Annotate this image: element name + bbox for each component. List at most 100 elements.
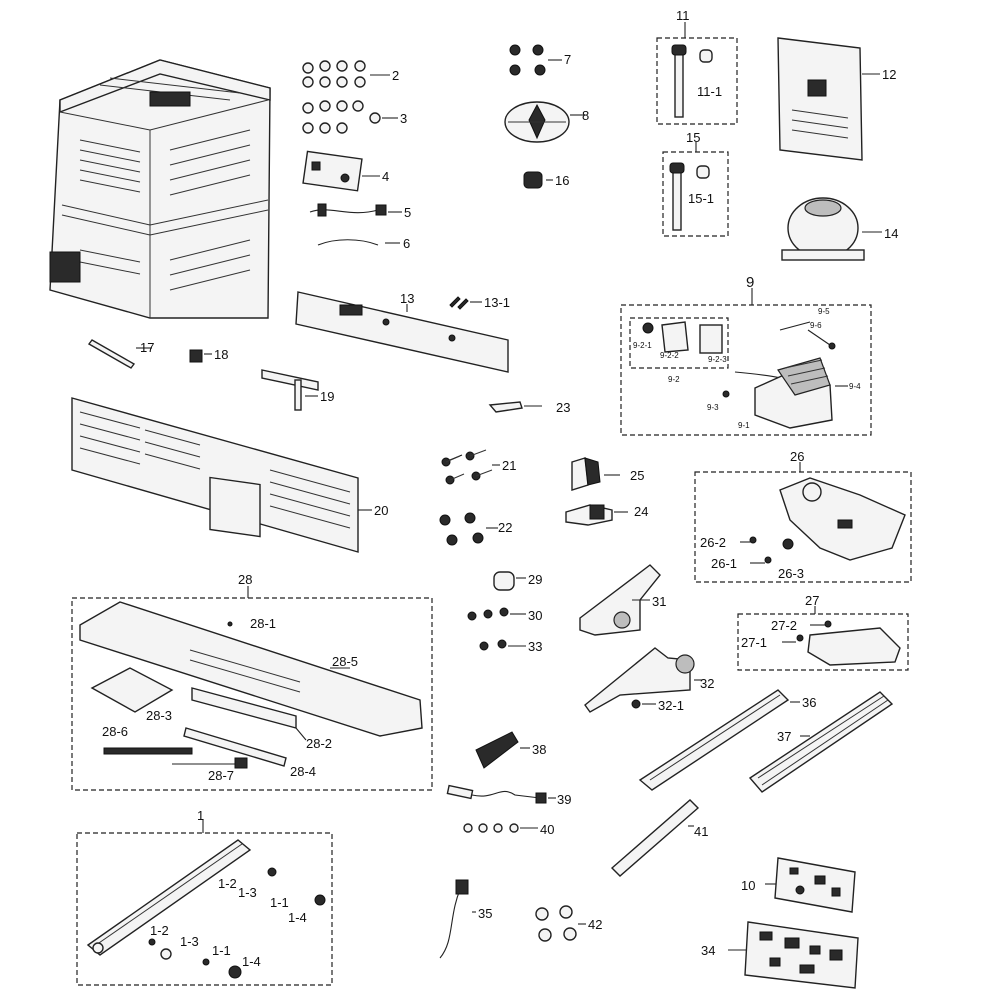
hinge-32: 32 32-1 [584, 647, 714, 713]
compressor-14: 14 [781, 197, 898, 261]
label-1-3a: 1-3 [238, 885, 257, 900]
label-24: 24 [634, 504, 648, 519]
label-17: 17 [140, 340, 154, 355]
label-9: 9 [746, 274, 754, 291]
label-28-4: 28-4 [290, 764, 316, 779]
label-1-3b: 1-3 [180, 934, 199, 949]
sensor-38: 38 [475, 731, 546, 769]
rail-37: 37 [748, 691, 894, 793]
cabinet-frame [49, 59, 271, 319]
label-2: 2 [392, 68, 399, 83]
label-26-1: 26-1 [711, 556, 737, 571]
assembly-9: 9 9-2-1 9-2-2 9-2-3 9-2 9-1 9-3 9-4 9-5 … [620, 274, 872, 436]
screw-set-3: 3 [302, 100, 407, 134]
label-42: 42 [588, 917, 602, 932]
label-23: 23 [556, 400, 570, 415]
label-34: 34 [701, 943, 715, 958]
label-37: 37 [777, 729, 791, 744]
label-40: 40 [540, 822, 554, 837]
bracket-25: 25 [571, 457, 644, 491]
screws-21: 21 [441, 449, 516, 485]
label-30: 30 [528, 608, 542, 623]
label-9-5: 9-5 [818, 307, 830, 316]
label-9-6: 9-6 [810, 321, 822, 330]
label-1-4a: 1-4 [288, 910, 307, 925]
label-28-7: 28-7 [208, 768, 234, 783]
label-33: 33 [528, 639, 542, 654]
label-13: 13 [400, 291, 414, 306]
label-41: 41 [694, 824, 708, 839]
valve-19: 19 [261, 369, 334, 411]
rail-36: 36 [638, 689, 816, 791]
label-38: 38 [532, 742, 546, 757]
label-25: 25 [630, 468, 644, 483]
label-11: 11 [676, 8, 690, 23]
label-13-1: 13-1 [484, 295, 510, 310]
label-26-3: 26-3 [778, 566, 804, 581]
rod-17: 17 [87, 339, 154, 369]
label-1-1a: 1-1 [270, 895, 289, 910]
label-28-1: 28-1 [250, 616, 276, 631]
label-26: 26 [790, 449, 804, 464]
screws-40: 40 [463, 822, 554, 837]
label-9-2: 9-2 [668, 375, 680, 384]
label-35: 35 [478, 906, 492, 921]
screw-set-2: 2 [302, 60, 399, 88]
label-1-1b: 1-1 [212, 943, 231, 958]
label-22: 22 [498, 520, 512, 535]
pcb-34: 34 [701, 921, 859, 989]
label-29: 29 [528, 572, 542, 587]
label-9-2-2: 9-2-2 [660, 351, 679, 360]
label-3: 3 [400, 111, 407, 126]
assembly-28: 28 28-1 28-5 28-3 28-2 28-6 28-4 28-7 [71, 572, 433, 791]
pcb-10: 10 [741, 857, 856, 913]
screws-22: 22 [439, 512, 512, 546]
label-15-1: 15-1 [688, 191, 714, 206]
assembly-27: 27 27-2 27-1 [737, 593, 909, 671]
label-15: 15 [686, 130, 700, 145]
label-36: 36 [802, 695, 816, 710]
hinge-31: 31 [579, 564, 666, 636]
clip-18: 18 [189, 347, 228, 363]
screws-30: 30 [467, 607, 542, 623]
label-9-3: 9-3 [707, 403, 719, 412]
wire-39: 39 [446, 784, 571, 807]
label-5: 5 [404, 205, 411, 220]
label-26-2: 26-2 [700, 535, 726, 550]
label-12: 12 [882, 67, 896, 82]
label-8: 8 [582, 108, 589, 123]
label-27: 27 [805, 593, 819, 608]
label-6: 6 [403, 236, 410, 251]
label-14: 14 [884, 226, 898, 241]
label-39: 39 [557, 792, 571, 807]
label-19: 19 [320, 389, 334, 404]
label-11-1: 11-1 [697, 84, 722, 99]
label-28-5: 28-5 [332, 654, 358, 669]
label-1-2b: 1-2 [150, 923, 169, 938]
label-1-2a: 1-2 [218, 876, 237, 891]
label-18: 18 [214, 347, 228, 362]
assembly-11: 11 11-1 [656, 8, 738, 125]
assembly-26: 26 26-2 26-1 26-3 [694, 449, 912, 583]
label-27-2: 27-2 [771, 618, 797, 633]
label-16: 16 [555, 173, 569, 188]
label-32: 32 [700, 676, 714, 691]
back-panel-12: 12 [777, 37, 896, 161]
label-1: 1 [197, 808, 204, 823]
label-9-2-1: 9-2-1 [633, 341, 652, 350]
cap-16: 16 [523, 171, 569, 189]
label-1-4b: 1-4 [242, 954, 261, 969]
fan-8: 8 [504, 101, 589, 143]
label-4: 4 [382, 169, 389, 184]
bracket-23: 23 [488, 400, 570, 415]
wire-harness-5: 5 [309, 203, 411, 220]
label-21: 21 [502, 458, 516, 473]
label-28-6: 28-6 [102, 724, 128, 739]
screws-7: 7 [509, 44, 571, 76]
pcb-4: 4 [302, 150, 389, 192]
label-9-4: 9-4 [849, 382, 861, 391]
label-28: 28 [238, 572, 252, 587]
label-20: 20 [374, 503, 388, 518]
knob-29: 29 [493, 571, 542, 591]
